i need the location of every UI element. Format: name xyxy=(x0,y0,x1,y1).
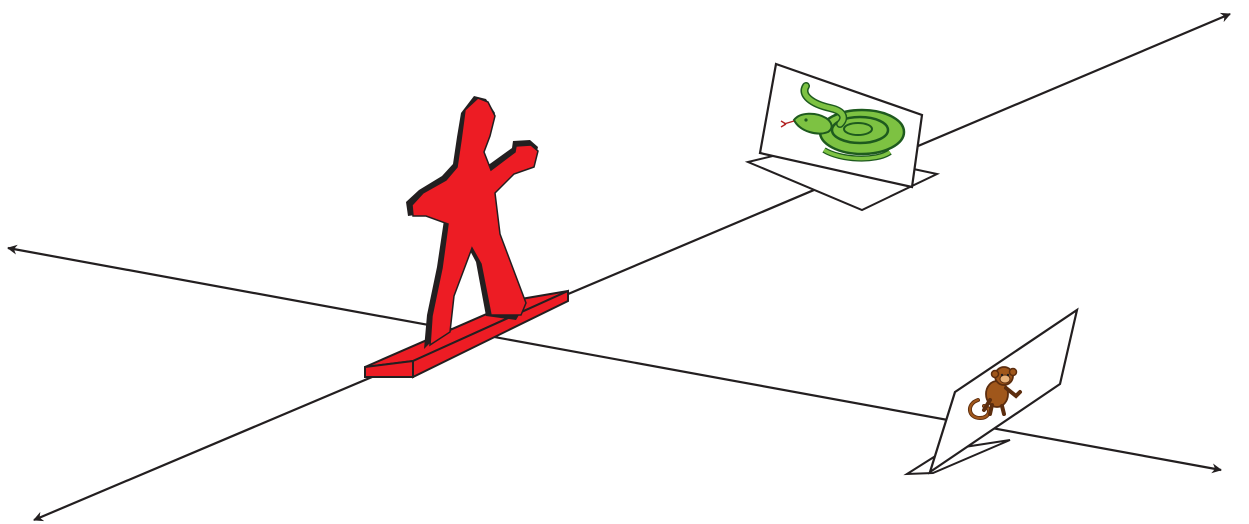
board xyxy=(365,291,568,377)
red-figure-icon xyxy=(365,96,568,377)
depth-axis-line xyxy=(34,14,1230,520)
axes xyxy=(8,14,1230,520)
monkey-card-icon xyxy=(907,310,1077,474)
snake-card-icon xyxy=(748,64,937,210)
